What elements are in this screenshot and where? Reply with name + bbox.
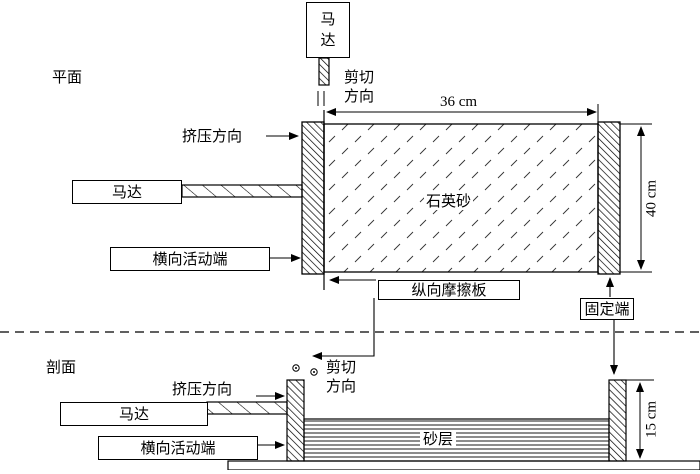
plan-active-end-box: 横向活动端 bbox=[110, 247, 270, 271]
plan-shear-direction-label: 剪切 方向 bbox=[344, 68, 374, 106]
section-shear-line-1: 剪切 bbox=[326, 358, 357, 376]
plan-width-dim-label: 40 cm bbox=[643, 179, 660, 218]
plan-friction-plate-box: 纵向摩擦板 bbox=[378, 280, 520, 300]
plan-right-wall bbox=[597, 121, 621, 275]
friction-connector bbox=[312, 298, 375, 360]
section-sand-layer-label: 砂层 bbox=[420, 430, 457, 448]
section-shear-symbol-2-dot bbox=[313, 371, 315, 373]
section-height-dim-label: 15 cm bbox=[643, 400, 660, 439]
section-shear-symbol-2 bbox=[310, 368, 318, 376]
section-motor-rod bbox=[206, 401, 288, 415]
plan-left-motor-rod bbox=[181, 184, 303, 198]
plan-length-dim-label: 36 cm bbox=[440, 94, 478, 110]
plan-shear-line-2: 方向 bbox=[344, 87, 375, 105]
section-compression-label: 挤压方向 bbox=[172, 380, 233, 398]
plan-left-motor-box: 马达 bbox=[72, 180, 182, 204]
section-shear-symbol-1 bbox=[292, 364, 300, 372]
section-shear-line-2: 方向 bbox=[326, 377, 357, 395]
section-motor-box: 马达 bbox=[60, 402, 208, 426]
section-left-wall bbox=[286, 379, 305, 462]
section-base-plate bbox=[227, 460, 700, 471]
section-active-end-box: 横向活动端 bbox=[98, 436, 258, 460]
plan-top-motor-rod bbox=[318, 57, 330, 86]
plan-section-label: 平面 bbox=[52, 68, 83, 86]
section-sand-layers bbox=[303, 418, 610, 462]
fixed-end-box: 固定端 bbox=[580, 298, 634, 320]
plan-sand-label: 石英砂 bbox=[424, 192, 474, 210]
section-right-wall bbox=[608, 379, 627, 462]
section-shear-symbol-1-dot bbox=[295, 367, 297, 369]
section-view-label: 剖面 bbox=[46, 358, 77, 376]
plan-top-motor-char-1: 马 bbox=[320, 10, 336, 28]
section-shear-direction-label: 剪切 方向 bbox=[326, 358, 356, 396]
plan-shear-line-1: 剪切 bbox=[344, 68, 375, 86]
plan-top-motor-char-2: 达 bbox=[320, 31, 336, 49]
plan-left-wall bbox=[301, 121, 325, 275]
plan-compression-label: 挤压方向 bbox=[182, 127, 243, 145]
plan-top-motor-box: 马 达 bbox=[306, 2, 350, 58]
